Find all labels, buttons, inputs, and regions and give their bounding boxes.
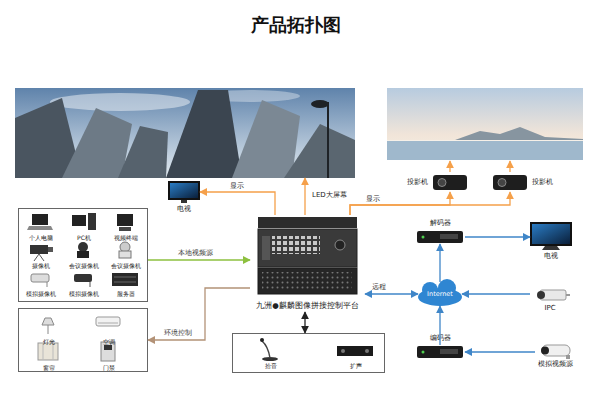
device-label: 门禁 xyxy=(87,365,131,372)
device-label: 投影机 xyxy=(532,179,562,187)
device-label: 模拟视频源 xyxy=(525,361,585,369)
connector xyxy=(148,259,250,260)
device-label: 窗帘 xyxy=(27,365,71,372)
ip-camera: IPC xyxy=(530,288,570,302)
connector xyxy=(365,293,418,294)
projector-beams xyxy=(450,161,510,172)
control-platform-device xyxy=(258,217,357,294)
device-label: 投影机 xyxy=(398,179,428,187)
connector xyxy=(465,351,535,352)
landscape-photo xyxy=(387,88,583,160)
source-device-icons xyxy=(27,213,138,287)
camera-icon xyxy=(537,290,570,359)
projector: 投影机 xyxy=(430,172,470,192)
decoder: 解码器 xyxy=(415,230,465,244)
projector-icon xyxy=(433,175,527,190)
connector xyxy=(439,244,440,282)
source-group: 个人电脑PC机视频终端摄像机会议摄像机会议摄像机模拟摄像机模拟摄像机服务器 xyxy=(18,208,148,302)
cloud-label: Internet xyxy=(418,291,462,298)
platform-label: 九洲●麒麟图像拼接控制平台 xyxy=(238,302,377,310)
device-label: 拾音 xyxy=(249,363,293,370)
diagram-title: 产品拓扑图 xyxy=(0,14,591,36)
device-label: 视频终端 xyxy=(104,235,148,242)
connector xyxy=(462,293,530,294)
device-label: 摄像机 xyxy=(19,263,63,270)
screen-label: LED大屏幕 xyxy=(312,192,362,200)
tv: 电视 xyxy=(530,222,572,250)
connector-label: 远程 xyxy=(366,284,392,292)
tv: 电视 xyxy=(168,181,200,203)
device-label: 会议摄像机 xyxy=(62,263,106,270)
device-label: 编码器 xyxy=(415,335,465,343)
device-label: 模拟摄像机 xyxy=(62,291,106,298)
led-screen: LED大屏幕 xyxy=(15,88,355,178)
connector xyxy=(350,192,450,215)
connector xyxy=(350,192,510,215)
control-platform: 九洲●麒麟图像拼接控制平台 xyxy=(250,215,365,312)
connector xyxy=(200,192,275,215)
connector-label: 环境控制 xyxy=(155,330,201,338)
internet-cloud xyxy=(418,279,462,306)
internet-cloud: Internet xyxy=(418,282,462,306)
connector xyxy=(304,312,305,333)
analog-camera: 模拟视频源 xyxy=(535,343,575,358)
device-label: 解码器 xyxy=(415,220,465,228)
connector xyxy=(304,178,305,215)
connector xyxy=(465,236,530,237)
device-label: PC机 xyxy=(62,235,106,242)
audio-icons xyxy=(260,338,373,361)
tv-icon xyxy=(168,181,572,250)
device-label: 服务器 xyxy=(104,291,148,298)
audio-group: 拾音 扩声 xyxy=(232,333,385,373)
device-label: 空调 xyxy=(87,339,131,346)
device-label: 会议摄像机 xyxy=(104,263,148,270)
device-label: 个人电脑 xyxy=(19,235,63,242)
device-label: IPC xyxy=(530,305,570,313)
connector-label: 显示 xyxy=(358,196,388,204)
projector: 投影机 xyxy=(490,172,530,192)
device-label: 灯光 xyxy=(27,339,71,346)
device-label: 扩声 xyxy=(334,363,378,370)
connector-label: 本地视频源 xyxy=(160,250,230,258)
device-label: 模拟摄像机 xyxy=(19,291,63,298)
device-label: 电视 xyxy=(526,253,576,261)
encoder: 编码器 xyxy=(415,345,465,359)
connector-label: 显示 xyxy=(222,183,252,191)
city-photo xyxy=(15,88,355,178)
device-label: 电视 xyxy=(164,206,204,214)
environment-group: 灯光 空调窗帘 门禁 xyxy=(18,308,148,372)
